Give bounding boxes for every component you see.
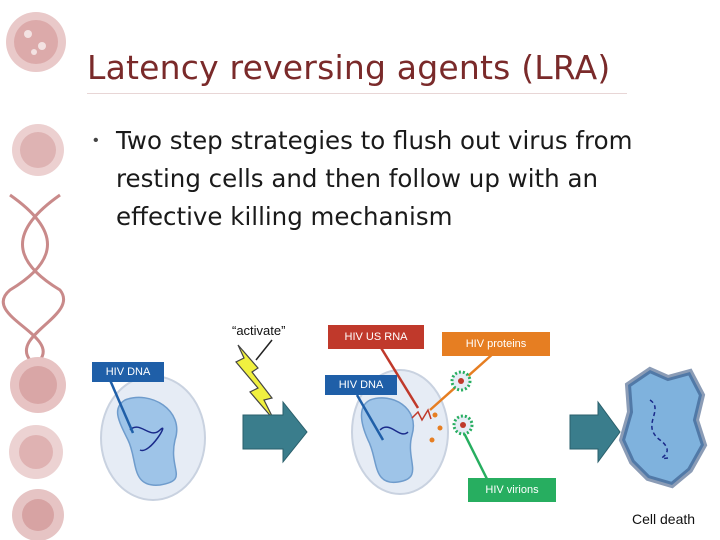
- right-arrow-icon: [569, 400, 621, 464]
- virion-icon: [450, 370, 474, 436]
- hiv-us-rna-label: HIV US RNA: [328, 325, 424, 349]
- virus-icon: [10, 357, 66, 413]
- hiv-virions-label: HIV virions: [468, 478, 556, 502]
- cell-death-label: Cell death: [632, 511, 696, 527]
- dying-cell-icon: [618, 366, 708, 489]
- virus-icon: [9, 425, 63, 479]
- slide-title: Latency reversing agents (LRA): [87, 48, 611, 87]
- hiv-proteins-label: HIV proteins: [442, 332, 550, 356]
- hiv-dna-mid-label: HIV DNA: [325, 375, 397, 395]
- virus-icon: [12, 124, 64, 176]
- right-arrow-icon: [242, 400, 308, 464]
- virus-icon: [12, 489, 64, 540]
- dna-helix-icon: [1, 193, 65, 361]
- bullet-marker: •: [93, 132, 99, 149]
- virus-icon: [6, 12, 66, 72]
- activate-label: “activate”: [232, 323, 286, 338]
- decorative-sidebar: [0, 0, 72, 540]
- activated-cell-icon: [351, 369, 449, 495]
- lightning-bolt-icon: [235, 344, 275, 421]
- resting-cell-icon: [100, 375, 206, 501]
- hiv-dna-left-label: HIV DNA: [92, 362, 164, 382]
- bullet-text: Two step strategies to flush out virus f…: [116, 126, 633, 231]
- title-underline: [87, 93, 627, 94]
